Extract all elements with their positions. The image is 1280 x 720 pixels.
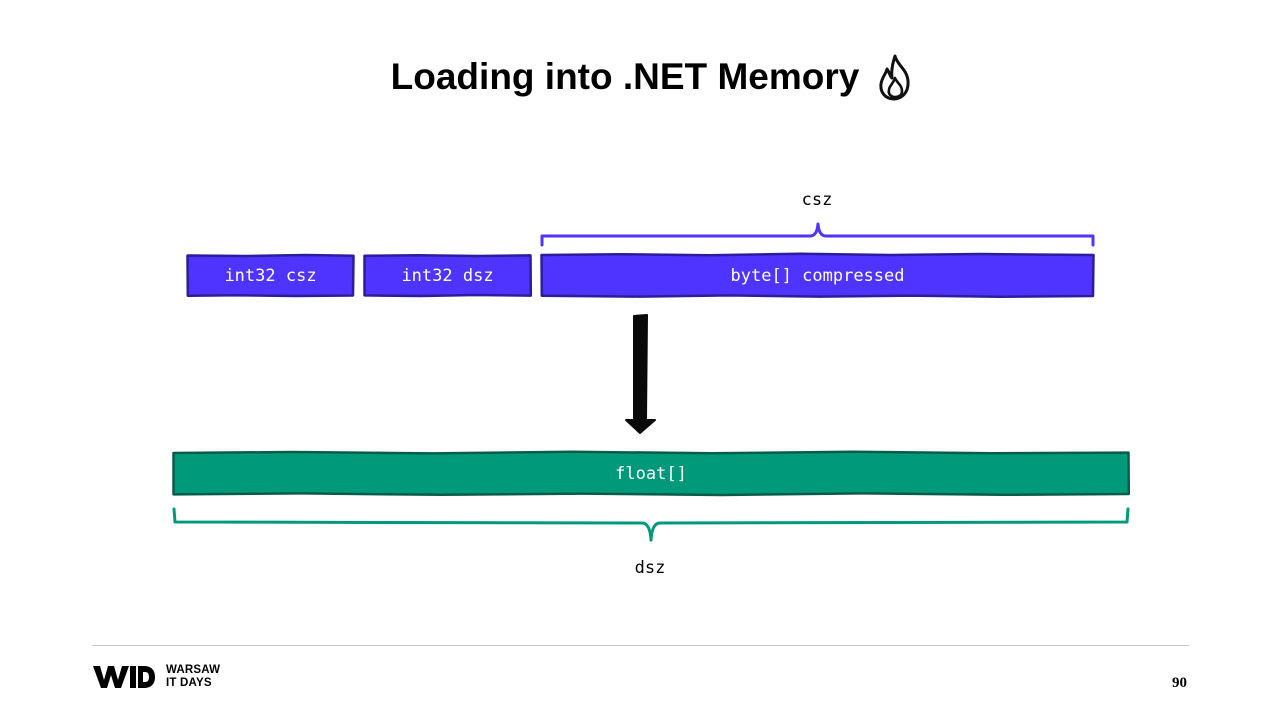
block-shape	[186, 253, 355, 298]
block-shape	[363, 253, 533, 298]
slide-title: Loading into .NET Memory	[390, 56, 860, 97]
logo-text: WARSAW IT DAYS	[166, 664, 220, 690]
footer-divider	[92, 645, 1189, 646]
block-shape	[540, 252, 1095, 299]
csz-brace	[540, 222, 1095, 247]
int32-csz-block: int32 csz	[186, 253, 355, 298]
dsz-brace	[172, 507, 1130, 542]
title-area: Loading into .NET Memory	[0, 52, 1280, 102]
int32-dsz-block: int32 dsz	[363, 253, 533, 298]
byte-compressed-block: byte[] compressed	[540, 252, 1095, 299]
int32-csz-label: int32 csz	[224, 265, 317, 286]
float-array-label: float[]	[615, 463, 687, 484]
int32-dsz-label: int32 dsz	[401, 265, 494, 286]
csz-brace-label: csz	[801, 190, 833, 210]
down-arrow-icon	[625, 314, 656, 434]
page-number: 90	[1172, 675, 1187, 691]
wid-logo-mark	[93, 666, 155, 688]
wid-logo: WARSAW IT DAYS	[92, 664, 220, 690]
block-shape	[172, 450, 1131, 497]
logo-line-2: IT DAYS	[166, 677, 212, 689]
logo-line-1: WARSAW	[166, 664, 221, 676]
flame-icon	[879, 54, 910, 101]
float-array-block: float[]	[172, 450, 1131, 497]
dsz-brace-label: dsz	[634, 558, 666, 578]
byte-compressed-label: byte[] compressed	[730, 265, 905, 286]
